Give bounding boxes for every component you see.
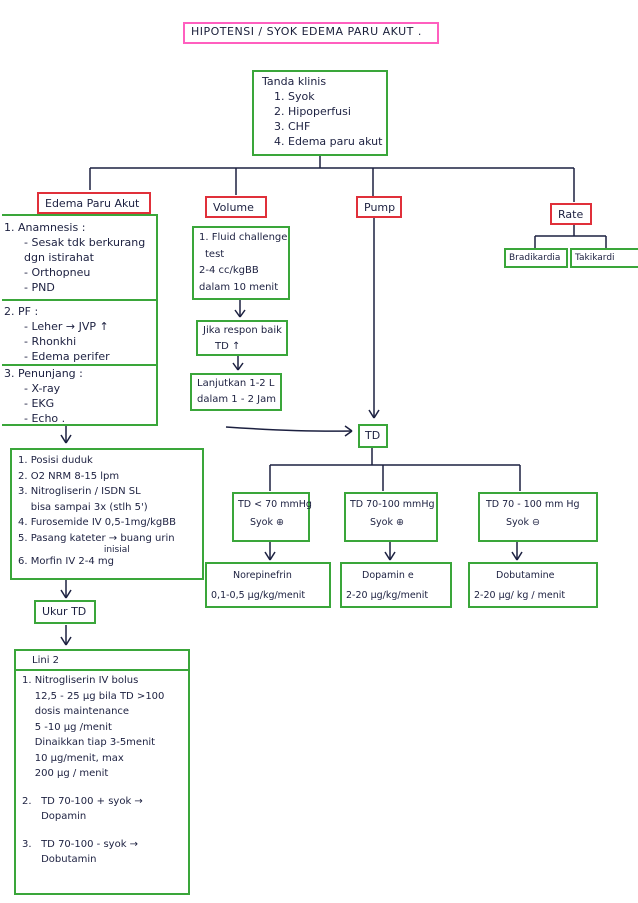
lini2-item: 3. TD 70-100 - syok → <box>22 838 139 850</box>
pf-item: - Edema perifer <box>24 350 110 363</box>
fluid-line: 2-4 cc/kgBB <box>199 265 259 276</box>
td-level-box: TD 70 - 100 mm Hg Syok ⊖ <box>478 492 598 542</box>
lini2-divider <box>16 669 188 671</box>
lini2-item: 200 µg / menit <box>22 768 109 779</box>
fluid-challenge-box: 1. Fluid challenge test 2-4 cc/kgBB dala… <box>192 226 290 300</box>
branch-edema-paru-akut: Edema Paru Akut <box>37 192 151 214</box>
lini2-item: 2. TD 70-100 + syok → <box>22 795 143 807</box>
lini2-box: Lini 2 1. Nitrogliserin IV bolus 12,5 - … <box>14 649 190 895</box>
tanda-klinis-item: 4. Edema paru akut <box>274 135 383 148</box>
fluid-line: 1. Fluid challenge <box>199 232 288 243</box>
lini2-item: Dobutamin <box>22 854 97 865</box>
td-level-condition: TD < 70 mmHg <box>238 499 312 510</box>
branch-rate-label: Rate <box>558 208 584 221</box>
td-box: TD <box>358 424 388 448</box>
respon-line: Jika respon baik <box>203 325 282 336</box>
drug-dose: 2-20 µg/ kg / menit <box>474 590 566 601</box>
drug-name: Norepinefrin <box>233 570 292 581</box>
drug-name: Dopamin e <box>362 570 414 581</box>
rate-takikardi: Takikardi <box>570 248 638 268</box>
penunjang-heading: 3. Penunjang : <box>4 367 83 380</box>
lini2-item: 1. Nitrogliserin IV bolus <box>22 675 139 686</box>
lanjutkan-line: Lanjutkan 1-2 L <box>197 378 275 389</box>
section-divider <box>2 364 156 366</box>
tatalaksana-item: 3. Nitrogliserin / ISDN SL <box>18 486 141 497</box>
lini2-list: 1. Nitrogliserin IV bolus 12,5 - 25 µg b… <box>22 673 164 868</box>
branch-volume: Volume <box>205 196 267 218</box>
tanda-klinis-item: 1. Syok <box>274 90 315 103</box>
ukur-td-label: Ukur TD <box>42 605 87 618</box>
respon-box: Jika respon baik TD ↑ <box>196 320 288 356</box>
fluid-line: test <box>205 248 225 260</box>
branch-rate: Rate <box>550 203 592 225</box>
td-level-box: TD 70-100 mmHg Syok ⊕ <box>344 492 438 542</box>
branch-pump: Pump <box>356 196 402 218</box>
pf-heading: 2. PF : <box>4 305 39 318</box>
diagram-title: HIPOTENSI / SYOK EDEMA PARU AKUT . <box>183 22 439 44</box>
ukur-td-box: Ukur TD <box>34 600 96 624</box>
td-level-condition: TD 70 - 100 mm Hg <box>486 499 580 510</box>
bradikardia-label: Bradikardia <box>509 253 561 263</box>
tanda-klinis-box: Tanda klinis 1. Syok 2. Hipoperfusi 3. C… <box>252 70 388 156</box>
diagram-title-text: HIPOTENSI / SYOK EDEMA PARU AKUT . <box>185 24 437 42</box>
tatalaksana-item: bisa sampai 3x (stlh 5') <box>18 501 148 513</box>
lini2-item: dosis maintenance <box>22 706 130 717</box>
drug-box: Dopamin e 2-20 µg/kg/menit <box>340 562 452 608</box>
lini2-item: 5 -10 µg /menit <box>22 721 112 733</box>
branch-pump-label: Pump <box>364 201 396 214</box>
penunjang-section: 3. Penunjang : - X-ray - EKG - Echo . <box>4 366 83 426</box>
penunjang-item: - Echo . <box>24 412 66 425</box>
anamnesis-heading: 1. Anamnesis : <box>4 221 86 234</box>
td-level-syok: Syok ⊖ <box>506 517 540 528</box>
tatalaksana-item: 6. Morfin IV 2-4 mg <box>18 556 114 567</box>
tanda-klinis-item: 3. CHF <box>274 120 311 133</box>
tanda-klinis-item: 2. Hipoperfusi <box>274 105 351 118</box>
drug-box: Dobutamine 2-20 µg/ kg / menit <box>468 562 598 608</box>
lini2-item: 10 µg/menit, max <box>22 752 124 764</box>
tatalaksana-item: 5. Pasang kateter → buang urin <box>18 532 175 544</box>
anamnesis-item: dgn istirahat <box>24 251 94 264</box>
lini2-item: 12,5 - 25 µg bila TD >100 <box>22 690 165 702</box>
lini2-item: Dopamin <box>22 811 87 822</box>
tatalaksana-item: 2. O2 NRM 8-15 lpm <box>18 470 120 482</box>
tatalaksana-item: 4. Furosemide IV 0,5-1mg/kgBB <box>18 517 176 528</box>
td-level-condition: TD 70-100 mmHg <box>350 499 435 510</box>
anamnesis-item: - Sesak tdk berkurang <box>24 236 146 249</box>
pf-item: - Leher → JVP ↑ <box>24 320 109 333</box>
lini2-item: Dinaikkan tiap 3-5menit <box>22 737 156 748</box>
tatalaksana-item: 1. Posisi duduk <box>18 455 93 466</box>
td-label: TD <box>365 429 381 442</box>
branch-edema-label: Edema Paru Akut <box>45 197 140 210</box>
drug-box: Norepinefrin 0,1-0,5 µg/kg/menit <box>205 562 331 608</box>
branch-volume-label: Volume <box>213 201 254 214</box>
tatalaksana-box: 1. Posisi duduk 2. O2 NRM 8-15 lpm 3. Ni… <box>10 448 204 580</box>
penunjang-item: - X-ray <box>24 382 61 395</box>
tanda-klinis-heading: Tanda klinis <box>262 75 327 88</box>
anamnesis-item: - PND <box>24 281 55 294</box>
lanjutkan-line: dalam 1 - 2 Jam <box>197 394 276 405</box>
takikardi-label: Takikardi <box>575 253 615 263</box>
fluid-line: dalam 10 menit <box>199 281 279 293</box>
drug-dose: 2-20 µg/kg/menit <box>346 590 429 601</box>
edema-details-box: 1. Anamnesis : - Sesak tdk berkurang dgn… <box>2 214 158 426</box>
td-level-syok: Syok ⊕ <box>250 517 284 528</box>
td-level-syok: Syok ⊕ <box>370 517 404 528</box>
respon-line: TD ↑ <box>215 341 241 352</box>
td-level-box: TD < 70 mmHg Syok ⊕ <box>232 492 312 542</box>
section-divider <box>2 299 156 301</box>
lini2-item <box>22 825 164 837</box>
penunjang-item: - EKG <box>24 397 55 410</box>
tatalaksana-item: inisial <box>18 545 130 555</box>
anamnesis-item: - Orthopneu <box>24 266 91 279</box>
drug-name: Dobutamine <box>496 570 555 581</box>
drug-dose: 0,1-0,5 µg/kg/menit <box>211 590 306 601</box>
lini2-item <box>22 782 164 794</box>
pf-item: - Rhonkhi <box>24 335 77 348</box>
rate-bradikardia: Bradikardia <box>504 248 568 268</box>
lanjutkan-box: Lanjutkan 1-2 L dalam 1 - 2 Jam <box>190 373 282 411</box>
pf-section: 2. PF : - Leher → JVP ↑ - Rhonkhi - Edem… <box>4 304 110 364</box>
lini2-heading: Lini 2 <box>32 655 60 666</box>
anamnesis-section: 1. Anamnesis : - Sesak tdk berkurang dgn… <box>4 220 145 295</box>
